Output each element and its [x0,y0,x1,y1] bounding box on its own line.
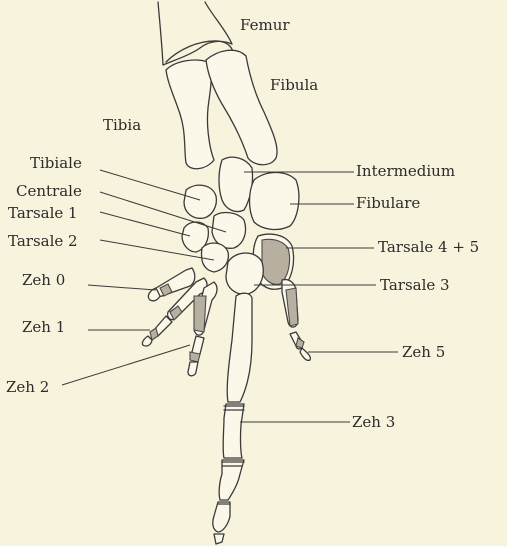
digit-3 [213,293,252,544]
label-zeh-5: Zeh 5 [402,343,445,361]
leader-tarsale-1 [100,212,190,236]
label-femur: Femur [240,16,290,34]
label-tarsale-1: Tarsale 1 [8,204,78,222]
tarsale-2-bone [202,243,229,272]
label-fibula: Fibula [270,76,318,94]
label-zeh-1: Zeh 1 [22,318,65,336]
label-intermedium: Intermedium [356,162,455,180]
tibia-bone [166,60,214,169]
leader-zeh-2 [62,345,190,385]
fibula-bone [206,50,277,165]
label-centrale: Centrale [16,182,82,200]
leader-tibiale [100,170,200,200]
label-zeh-3: Zeh 3 [352,413,395,431]
tarsale-3-bone [226,253,263,294]
intermedium-bone [219,157,253,211]
label-tibiale: Tibiale [30,154,82,172]
fibulare-bone [250,173,299,230]
leader-zeh-0 [88,285,156,290]
label-zeh-0: Zeh 0 [22,271,65,289]
label-zeh-2: Zeh 2 [6,378,49,396]
label-tarsale-2: Tarsale 2 [8,232,78,250]
label-tibia: Tibia [103,116,141,134]
label-tarsale-3: Tarsale 3 [380,276,450,294]
tibiale-bone [184,185,216,218]
digit-5 [282,280,310,361]
label-tarsale-4-5: Tarsale 4 + 5 [378,238,479,256]
label-fibulare: Fibulare [356,194,420,212]
